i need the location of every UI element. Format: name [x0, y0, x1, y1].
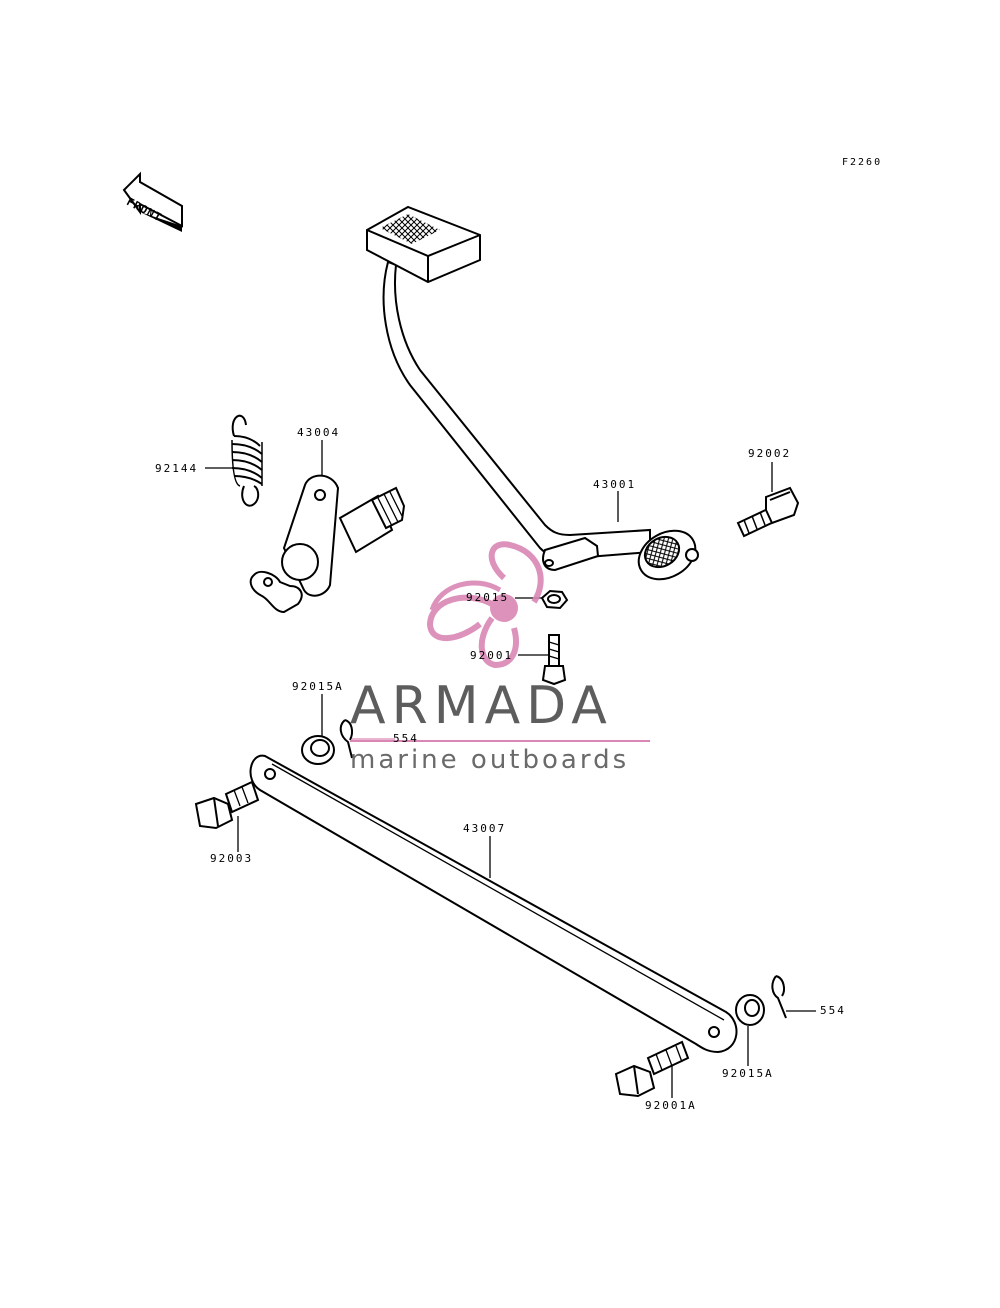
bolt-92001a[interactable]	[614, 1040, 690, 1098]
watermark-brand: ARMADA	[350, 676, 613, 736]
label-92001[interactable]: 92001	[470, 649, 514, 662]
cotter-pin-554-top[interactable]	[339, 719, 354, 759]
watermark-tagline: marine outboards	[350, 745, 630, 775]
label-43001[interactable]: 43001	[593, 478, 637, 491]
label-92144[interactable]: 92144	[155, 462, 199, 475]
armada-propeller-logo	[426, 541, 544, 669]
leader-lines	[205, 440, 816, 1098]
label-43007[interactable]: 43007	[463, 822, 507, 835]
label-92015a-top[interactable]: 92015A	[292, 680, 344, 693]
label-92001a[interactable]: 92001A	[645, 1099, 697, 1112]
cotter-pin-554-bottom[interactable]	[771, 975, 787, 1019]
label-92015a-bottom[interactable]: 92015A	[722, 1067, 774, 1080]
brake-shaft-43004[interactable]	[249, 474, 406, 614]
label-92003[interactable]: 92003	[210, 852, 254, 865]
brake-pedal-43001[interactable]	[366, 205, 704, 589]
label-43004[interactable]: 43004	[297, 426, 341, 439]
bolt-92003[interactable]	[194, 780, 260, 830]
label-554-bottom[interactable]: 554	[820, 1004, 846, 1017]
diagram-code: F2260	[842, 157, 883, 168]
nut-92015a-bottom[interactable]	[735, 994, 765, 1026]
label-92002[interactable]: 92002	[748, 447, 792, 460]
front-arrow-icon	[122, 171, 183, 232]
nut-92015[interactable]	[540, 589, 569, 610]
label-92015[interactable]: 92015	[466, 591, 510, 604]
brake-rod-43007[interactable]	[249, 754, 738, 1054]
pedal-bolt-92002[interactable]	[736, 486, 800, 538]
return-spring-92144[interactable]	[231, 414, 263, 507]
nut-92015a-top[interactable]	[301, 735, 335, 765]
stopper-bolt-92001[interactable]	[541, 634, 567, 686]
label-554-top[interactable]: 554	[393, 732, 419, 745]
